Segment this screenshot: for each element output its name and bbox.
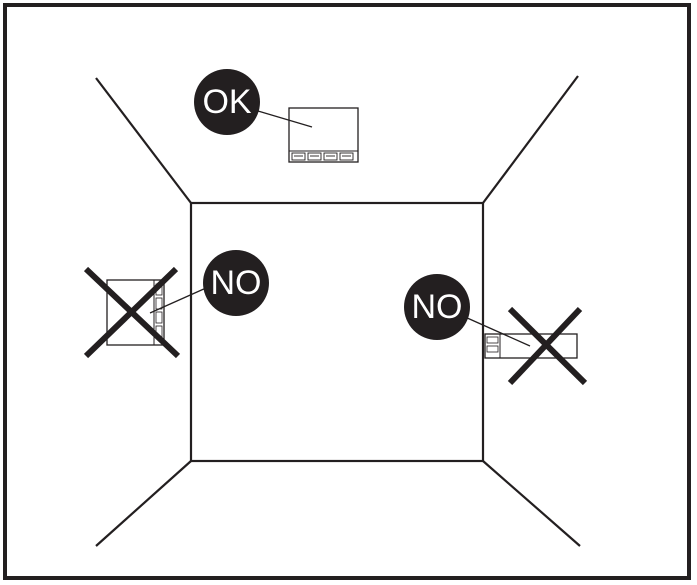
cross-icon xyxy=(83,266,181,359)
edge-top-right xyxy=(482,75,579,204)
right-no-leader-line xyxy=(464,316,531,347)
edge-top-left xyxy=(95,77,192,204)
cross-icon xyxy=(507,306,588,386)
room-perspective xyxy=(95,75,581,547)
wall-mounted-unit-icon xyxy=(484,333,578,359)
ceiling-mounted-unit-icon xyxy=(288,107,359,163)
right-no-badge: NO xyxy=(404,274,470,340)
right-no-label: NO xyxy=(412,288,463,326)
ok-leader-line xyxy=(257,110,313,128)
left-no-label: NO xyxy=(211,264,262,302)
left-no-leader-line xyxy=(149,287,207,314)
ok-badge: OK xyxy=(194,69,260,135)
edge-bottom-right xyxy=(482,460,581,547)
ok-label: OK xyxy=(202,83,251,121)
outer-frame xyxy=(3,3,691,580)
left-no-badge: NO xyxy=(203,250,269,316)
edge-bottom-left xyxy=(95,460,192,547)
back-wall xyxy=(189,201,485,463)
